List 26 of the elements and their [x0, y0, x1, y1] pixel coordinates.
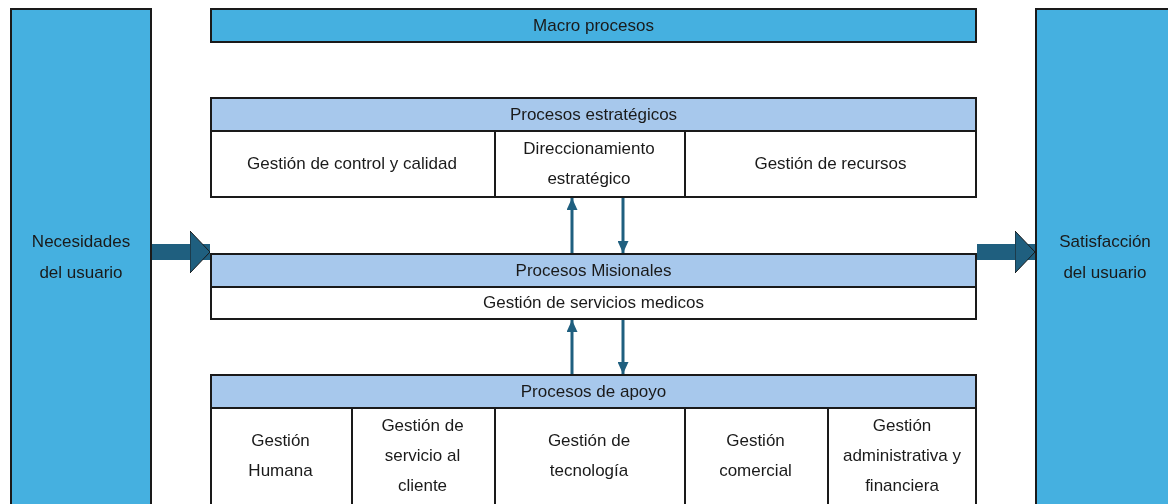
table-cell: Gestión de control y calidad: [210, 130, 496, 198]
side-panel: [1035, 8, 1168, 504]
table-cell: Gestión Humana: [210, 407, 353, 504]
table-cell: Gestión de recursos: [684, 130, 977, 198]
group-header: Procesos Misionales: [212, 255, 975, 288]
table-cell: Gestión de tecnología: [494, 407, 686, 504]
table-cell: Gestión comercial: [684, 407, 829, 504]
arrow: [566, 320, 578, 374]
table-cell: Gestión administrativa y financiera: [827, 407, 977, 504]
panel-label: Satisfacción del usuario: [1058, 231, 1152, 284]
group-header: Procesos de apoyo: [212, 376, 975, 409]
group-header: Procesos estratégicos: [212, 99, 975, 132]
process-group: [210, 97, 977, 198]
side-panel: [10, 8, 152, 504]
arrow: [617, 320, 629, 374]
process-group: [210, 253, 977, 320]
process-group: [210, 374, 977, 504]
block-arrow: [977, 230, 1036, 274]
arrow: [566, 198, 578, 253]
table-cell: Gestión de servicio al cliente: [351, 407, 496, 504]
table-cell: Direccionamiento estratégico: [494, 130, 686, 198]
panel-label: Necesidades del usuario: [30, 231, 132, 284]
block-arrow: [152, 230, 211, 274]
arrow: [617, 198, 629, 253]
title-bar: Macro procesos: [210, 8, 977, 43]
table-cell: Gestión de servicios medicos: [210, 286, 977, 320]
